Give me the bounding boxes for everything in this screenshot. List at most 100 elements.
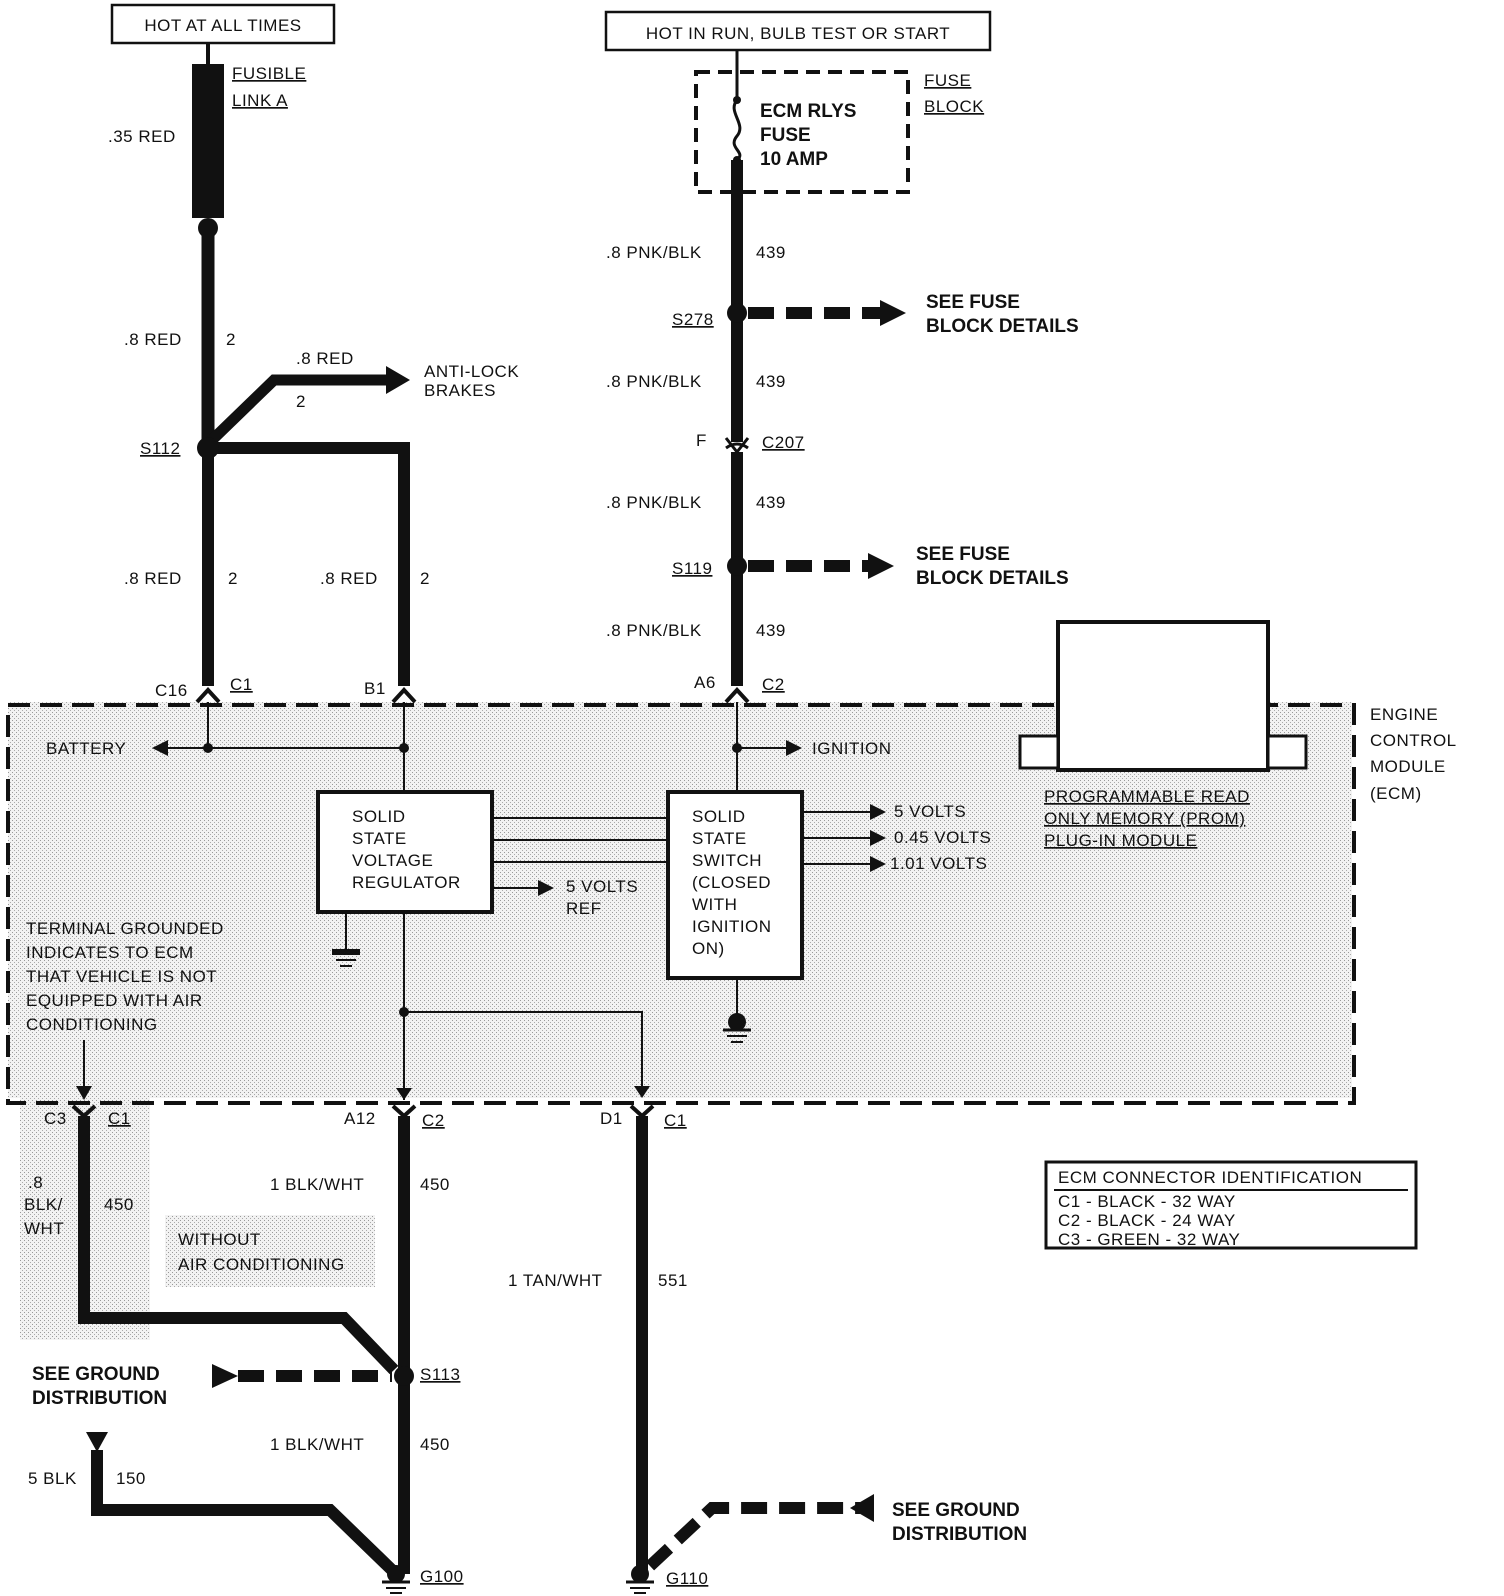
blk-5-ground-arrow [86,1432,108,1452]
circuit-2-top: 2 [226,330,236,349]
pin-d1: D1 [600,1109,623,1128]
circuit-439-1: 439 [756,243,786,262]
ref-label-1: 5 VOLTS [566,877,638,896]
c3-wire-label-3: WHT [24,1219,64,1238]
d1-circuit-551: 551 [658,1271,688,1290]
s113-dest-2: DISTRIBUTION [32,1388,167,1409]
ecm-border [6,703,1356,1105]
g110-dest-1: SEE GROUND [892,1500,1020,1521]
g100-ground-icon [382,1565,410,1594]
out-arrow-2 [870,830,886,846]
s278-arrow [880,300,906,326]
circuit-439-3: 439 [756,493,786,512]
prom-label-2: ONLY MEMORY (PROM) [1044,809,1245,828]
g110-ground-icon [626,1565,654,1594]
connector-id-row-2: C2 - BLACK - 24 WAY [1058,1211,1236,1230]
g100-label: G100 [420,1567,464,1586]
prom-tab-right [1266,734,1308,770]
out-arrow-3 [870,856,886,872]
hot-in-run-box [604,10,992,52]
ref-arrow [538,880,554,896]
ignition-label: IGNITION [812,739,892,758]
pin-b1: B1 [364,679,386,698]
s278-dest-1: SEE FUSE [926,292,1020,313]
s278-label: S278 [672,310,714,329]
b1-terminal [391,687,417,704]
without-ac-label-1: WITHOUT [178,1230,261,1249]
circuit-150: 150 [116,1469,146,1488]
switch-line-4: (CLOSED [692,873,771,892]
c207-connector [724,437,750,455]
fuse-block-label-1: FUSE [924,71,971,90]
anti-lock-label-1: ANTI-LOCK [424,362,519,381]
ref-label-2: REF [566,899,602,918]
c3-connector-c1: C1 [108,1109,131,1128]
prom-module [1056,620,1270,772]
a12-circuit-450: 450 [420,1175,450,1194]
battery-label: BATTERY [46,739,126,758]
switch-line-5: WITH [692,895,737,914]
s119-label: S119 [672,559,712,578]
s113-label: S113 [420,1365,460,1384]
fusible-link-label-2: LINK A [232,91,288,110]
g110-dest-arrow [850,1494,874,1522]
voltage-regulator-box [316,790,494,914]
ecm-name-3: MODULE [1370,757,1446,776]
circuit-439-4: 439 [756,621,786,640]
connector-id-row-3: C3 - GREEN - 32 WAY [1058,1230,1240,1249]
circuit-2-b1: 2 [420,569,430,588]
c3-wire-label-2: BLK/ [24,1195,63,1214]
circuit-439-2: 439 [756,372,786,391]
without-ac-label-shading [165,1215,375,1287]
s278-dest-2: BLOCK DETAILS [926,316,1079,337]
ecm-name-2: CONTROL [1370,731,1457,750]
prom-label-1: PROGRAMMABLE READ [1044,787,1250,806]
output-045-volts: 0.45 VOLTS [894,828,991,847]
wire-label-red-b1: .8 RED [320,569,378,588]
ecm-name-4: (ECM) [1370,784,1422,803]
prom-label-3: PLUG-IN MODULE [1044,831,1197,850]
switch-line-3: SWITCH [692,851,762,870]
without-ac-label-2: AIR CONDITIONING [178,1255,345,1274]
prom-tab-left [1018,734,1060,770]
ac-note-line-4: EQUIPPED WITH AIR [26,991,203,1010]
connector-id-table [1044,1160,1418,1250]
s119-dest-2: BLOCK DETAILS [916,568,1069,589]
c16-terminal [195,687,221,704]
pnk-blk-label-1: .8 PNK/BLK [606,243,702,262]
d1-terminal [629,1104,655,1119]
a6-connector-c2: C2 [762,675,785,694]
s119-splice [727,556,747,576]
c207-label: C207 [762,433,805,452]
output-5-volts: 5 VOLTS [894,802,966,821]
fuse-symbol [732,99,742,162]
fuse-name-1: ECM RLYS [760,101,856,122]
blk-5-wire-label: 5 BLK [28,1469,77,1488]
branch-wire-label: .8 RED [296,349,354,368]
s113-dest-1: SEE GROUND [32,1364,160,1385]
pnk-blk-label-4: .8 PNK/BLK [606,621,702,640]
fuse-block-box [694,70,910,194]
pin-c16: C16 [155,681,188,700]
battery-arrow [152,740,168,756]
fusible-link-wire-label: .35 RED [108,127,176,146]
branch-circuit-2: 2 [296,392,306,411]
switch-line-2: STATE [692,829,747,848]
connector-id-row-1: C1 - BLACK - 32 WAY [1058,1192,1236,1211]
a12-wire-label: 1 BLK/WHT [270,1175,364,1194]
d1-connector-c1: C1 [664,1111,687,1130]
c207-pin-f: F [696,431,707,450]
hot-in-run-label: HOT IN RUN, BULB TEST OR START [646,24,950,43]
connector-id-title: ECM CONNECTOR IDENTIFICATION [1058,1168,1362,1187]
regulator-line-4: REGULATOR [352,873,461,892]
ac-note-line-1: TERMINAL GROUNDED [26,919,224,938]
ignition-arrow [786,740,802,756]
s113-splice [394,1366,414,1386]
switch-line-6: IGNITION [692,917,772,936]
regulator-line-2: STATE [352,829,407,848]
hot-at-all-times-label: HOT AT ALL TIMES [144,16,301,35]
s113-arrow [212,1364,238,1388]
solid-state-switch-box [666,790,804,980]
pnk-blk-label-2: .8 PNK/BLK [606,372,702,391]
